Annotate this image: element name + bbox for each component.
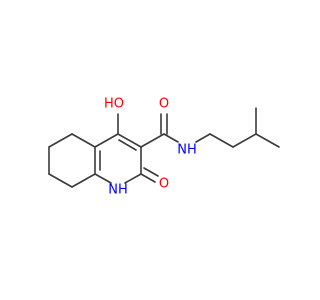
bond-c4a-c4 [94,133,119,148]
bond-c4a-c5 [71,133,96,148]
bond-c4-c3-double [118,139,137,151]
bond-n1-c8a [94,173,112,184]
bond-ch2-ch2 [209,133,234,148]
bond-n-ch2 [195,133,211,143]
bond-c5-c6 [48,133,73,148]
bond-lines [48,107,280,188]
bond-c2-o [140,173,156,183]
bond-c4-c3 [117,133,142,148]
bond-c2-o-double [143,167,159,177]
atom-labels: HO O NH NH O [104,97,197,198]
bond-ch-ch3b [255,133,280,148]
bond-ch2-ch [232,133,257,148]
molecule-structure: HO O NH NH O [48,97,280,198]
ring-nh-label: NH [108,183,128,198]
bond-c7-c8 [48,173,73,188]
bond-c3-camide [140,133,165,148]
bond-c8-c8a [71,173,96,188]
bond-c2-n1 [124,173,142,184]
hydroxyl-label: HO [104,97,124,112]
amide-nh-label: NH [177,143,197,158]
ring-carbonyl-oxygen-label: O [159,177,169,192]
amide-oxygen-label: O [159,97,169,112]
bond-camide-n [163,133,179,143]
